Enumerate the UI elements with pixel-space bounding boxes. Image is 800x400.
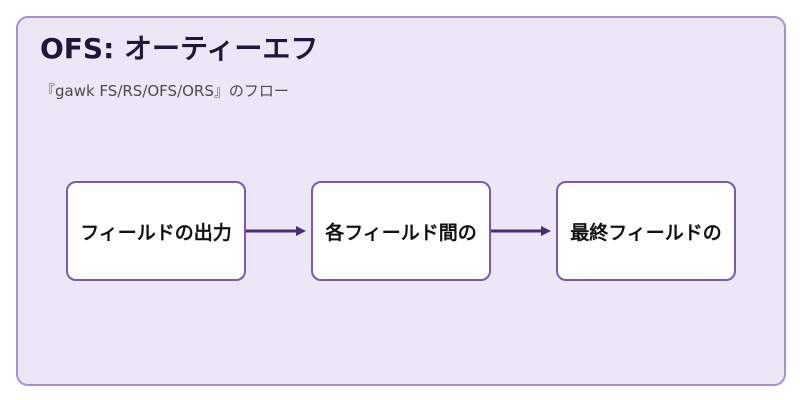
- diagram-subtitle: 『gawk FS/RS/OFS/ORS』のフロー: [40, 82, 289, 100]
- flow-node-last-field: 最終フィールドの: [556, 181, 736, 281]
- node-label: 各フィールド間の: [325, 221, 477, 244]
- node-label: フィールドの出力: [80, 221, 232, 244]
- flow-node-field-output: フィールドの出力: [66, 181, 246, 281]
- node-label: 最終フィールドの: [570, 221, 722, 244]
- flow-node-between-fields: 各フィールド間の: [311, 181, 491, 281]
- diagram-title: OFS: オーティーエフ: [40, 32, 319, 65]
